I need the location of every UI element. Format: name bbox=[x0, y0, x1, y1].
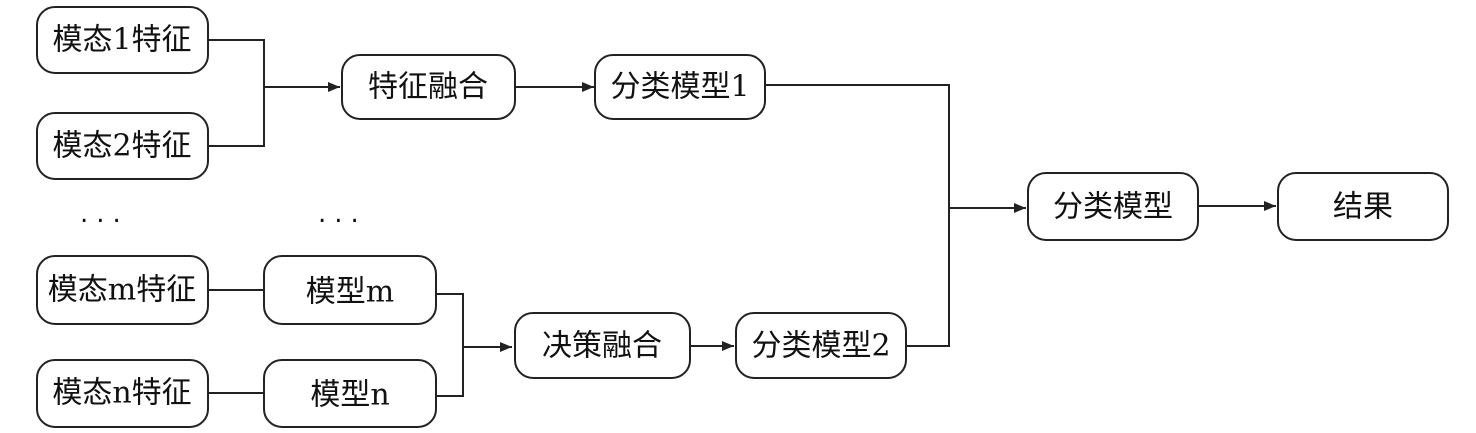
node-label: 分类模型1 bbox=[610, 70, 749, 105]
node-classification-model: 分类模型 bbox=[1027, 172, 1199, 241]
node-label: 模态m特征 bbox=[48, 273, 196, 308]
connector-cls1-to-merge bbox=[765, 84, 950, 210]
connector-models-bracket bbox=[436, 293, 464, 397]
connectors bbox=[208, 39, 1276, 397]
node-label: 分类模型 bbox=[1053, 190, 1173, 225]
node-modality-n-feature: 模态n特征 bbox=[36, 359, 209, 428]
node-feature-fusion: 特征融合 bbox=[341, 54, 516, 120]
node-model-n: 模型n bbox=[263, 359, 437, 428]
node-modality-2-feature: 模态2特征 bbox=[36, 112, 209, 180]
node-result: 结果 bbox=[1277, 172, 1449, 241]
node-label: 分类模型2 bbox=[751, 329, 890, 364]
node-decision-fusion: 决策融合 bbox=[514, 312, 691, 379]
node-classification-model-2: 分类模型2 bbox=[735, 312, 907, 379]
node-label: 模型n bbox=[310, 378, 389, 413]
node-modality-m-feature: 模态m特征 bbox=[36, 255, 209, 325]
node-model-m: 模型m bbox=[263, 255, 437, 325]
node-modality-1-feature: 模态1特征 bbox=[36, 6, 209, 74]
node-label: 模型m bbox=[306, 275, 394, 310]
ellipsis-left: ... bbox=[80, 199, 129, 229]
node-label: 模态2特征 bbox=[52, 129, 191, 164]
node-label: 决策融合 bbox=[542, 329, 662, 364]
ellipsis-middle: ... bbox=[318, 199, 367, 229]
connector-cls2-to-merge bbox=[906, 210, 950, 347]
node-label: 模态1特征 bbox=[52, 23, 191, 58]
node-classification-model-1: 分类模型1 bbox=[594, 54, 766, 120]
node-label: 结果 bbox=[1333, 190, 1393, 225]
connector-mod1-bracket bbox=[208, 39, 265, 147]
node-label: 特征融合 bbox=[368, 70, 488, 105]
node-label: 模态n特征 bbox=[52, 376, 191, 411]
